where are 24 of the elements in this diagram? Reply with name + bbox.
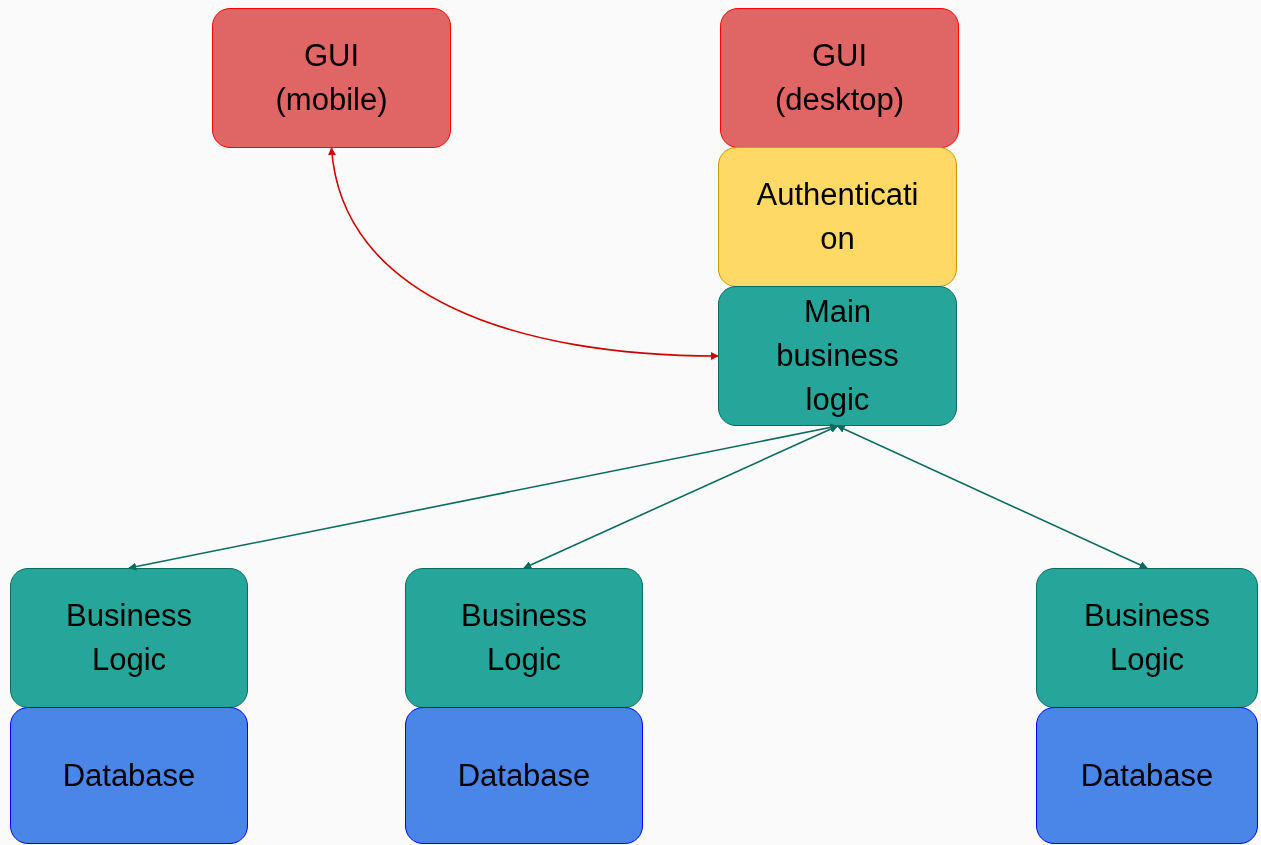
node-label: GUI (desktop) bbox=[773, 37, 906, 119]
gui-box bbox=[212, 8, 451, 148]
logic-box bbox=[1036, 568, 1258, 708]
database-box bbox=[405, 707, 643, 844]
authentication-box bbox=[718, 147, 957, 287]
arrow bbox=[523, 425, 839, 569]
node-label: Authentication bbox=[755, 176, 920, 258]
logic-box bbox=[10, 568, 248, 708]
database-box bbox=[10, 707, 248, 844]
node-label: Database bbox=[62, 756, 196, 795]
arrow bbox=[836, 425, 1148, 569]
node-label: Database bbox=[1080, 756, 1214, 795]
node-label: Main business logic bbox=[775, 293, 900, 419]
node-label: GUI (mobile) bbox=[274, 37, 389, 119]
node-label: Database bbox=[457, 756, 591, 795]
logic-box bbox=[718, 286, 957, 426]
node-label: Business Logic bbox=[1083, 597, 1211, 679]
arrow bbox=[328, 147, 719, 360]
arrow bbox=[128, 423, 839, 571]
database-box bbox=[1036, 707, 1258, 844]
logic-box bbox=[405, 568, 643, 708]
node-label: Business Logic bbox=[460, 597, 588, 679]
node-label: Business Logic bbox=[65, 597, 193, 679]
gui-box bbox=[720, 8, 959, 148]
